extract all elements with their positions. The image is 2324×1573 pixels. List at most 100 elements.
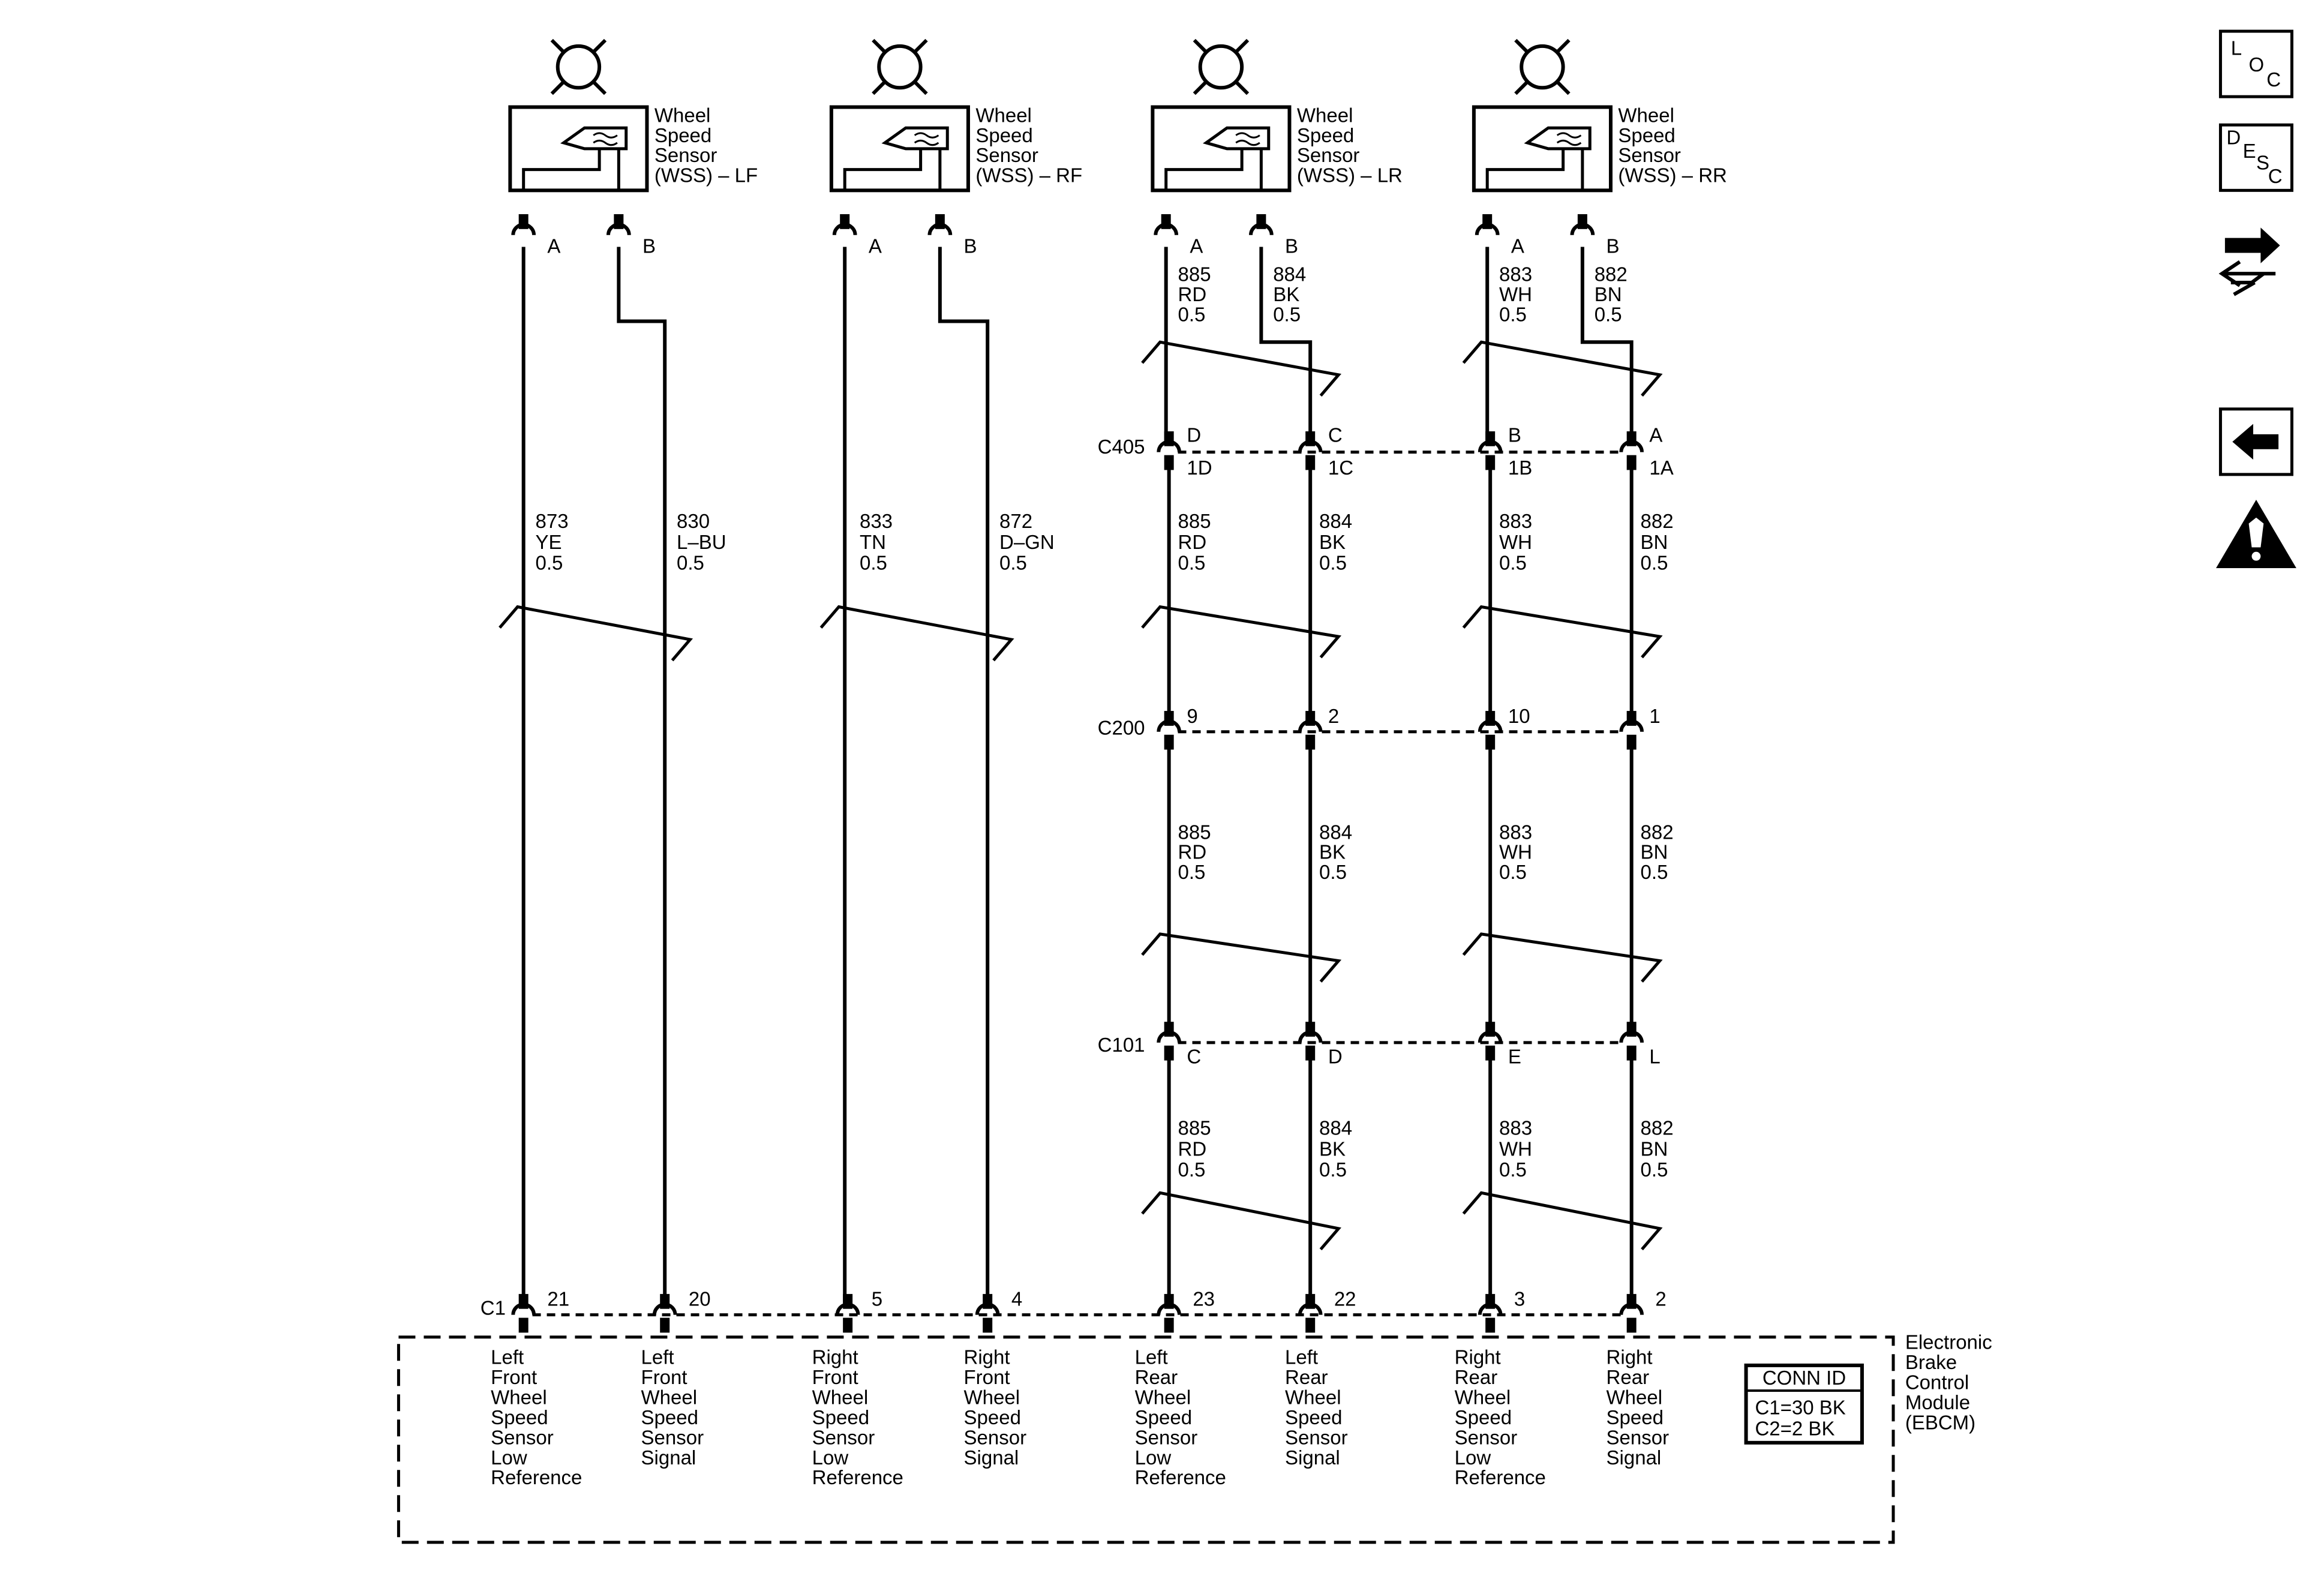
c200-pin-label: 2 (1328, 705, 1339, 727)
c405-name: C405 (1098, 436, 1145, 458)
sensor-title-line: Speed (1297, 124, 1354, 146)
c200-pin (1619, 711, 1644, 750)
ebcm-circuit-label: Right (1455, 1346, 1501, 1368)
rear-wire-label: 883 (1499, 821, 1532, 843)
front-wire-label: D–GN (999, 531, 1055, 553)
ebcm-circuit-label: Right (812, 1346, 858, 1368)
ebcm-circuit-label: Speed (1135, 1406, 1192, 1428)
wheel-speed-sensor-0 (508, 38, 649, 193)
rear-wire-label: 882 (1641, 510, 1674, 532)
ebcm-circuit-label: Low (1135, 1446, 1172, 1469)
c101-pin-label: D (1328, 1046, 1343, 1068)
warning-icon[interactable] (2216, 500, 2296, 569)
rear-wire-label: 0.5 (1499, 1158, 1527, 1181)
wire-break (1462, 605, 1663, 659)
ebcm-circuit-label: Wheel (1455, 1386, 1511, 1408)
ebcm-circuit-label: Signal (964, 1446, 1019, 1469)
sensor-box (1151, 105, 1292, 193)
ebcm-circuit-label: Speed (812, 1406, 869, 1428)
sensor-title-line: (WSS) – LR (1297, 164, 1403, 187)
ebcm-circuit-label: Rear (1607, 1366, 1650, 1388)
c200-pin (1157, 711, 1182, 750)
ebcm-circuit-label: Left (1135, 1346, 1168, 1368)
ebcm-circuit-label: Sensor (812, 1426, 875, 1448)
ebcm-circuit-label: Reference (812, 1466, 903, 1488)
wire-lr-signal-upper (1259, 247, 1313, 440)
sensor-pin-a-label: A (1190, 235, 1203, 257)
ebcm-circuit-label: Wheel (964, 1386, 1020, 1408)
rear-wire-label: WH (1499, 531, 1532, 553)
sensor-pin-a (1475, 214, 1500, 236)
sensor-element-icon (1524, 126, 1592, 151)
rear-wire-label: RD (1178, 531, 1207, 553)
c405-lower-pin-label: 1D (1187, 457, 1212, 479)
conn-id-line: C2=2 BK (1755, 1417, 1834, 1439)
ebcm-name-line: Electronic (1905, 1331, 1992, 1353)
c1-pin (1619, 1293, 1644, 1333)
ebcm-name-line: (EBCM) (1905, 1412, 1975, 1434)
c1-pin-label: 20 (689, 1288, 711, 1310)
rear-wire-label: 0.5 (1319, 552, 1347, 574)
ebcm-circuit-label: Sensor (964, 1426, 1027, 1448)
rear-wire-label: 0.5 (1499, 861, 1527, 883)
ebcm-circuit-label: Front (491, 1366, 537, 1388)
sensor-title-line: Sensor (1618, 144, 1681, 166)
rear-wire-label: BK (1273, 283, 1299, 305)
c405-lower-pin-label: 1B (1508, 457, 1532, 479)
ebcm-circuit-label: Wheel (812, 1386, 869, 1408)
ebcm-circuit-label: Speed (1607, 1406, 1664, 1428)
rear-wire-label: 882 (1641, 821, 1674, 843)
rear-wire-label: BK (1319, 841, 1346, 863)
ebcm-circuit-label: Left (491, 1346, 524, 1368)
c101-pin-label: C (1187, 1046, 1201, 1068)
wire-break (1141, 1191, 1341, 1251)
wire-break (1462, 1191, 1663, 1251)
rear-wire-label: 884 (1319, 1117, 1352, 1139)
desc-letter: E (2243, 140, 2256, 162)
c200-name: C200 (1098, 717, 1145, 739)
sensor-box (829, 105, 970, 193)
back-arrow-icon[interactable] (2218, 407, 2293, 476)
desc-letter: S (2256, 152, 2269, 174)
c405-pin (1619, 431, 1644, 470)
rear-wire-label: 0.5 (1499, 304, 1527, 326)
ebcm-circuit-label: Sensor (641, 1426, 704, 1448)
sensor-pin-a-label: A (869, 235, 882, 257)
sensor-pin-b-label: B (964, 235, 977, 257)
sensor-element-icon (560, 126, 628, 151)
ebcm-name-line: Module (1905, 1391, 1970, 1413)
connector-repair-icon[interactable] (2218, 227, 2280, 296)
sensor-title-line: Wheel (975, 104, 1032, 126)
ebcm-circuit-label: Wheel (1607, 1386, 1663, 1408)
front-wire-label: 833 (860, 510, 893, 532)
rear-wire-label: 883 (1499, 263, 1532, 286)
ebcm-circuit-label: Signal (1285, 1446, 1340, 1469)
sensor-pin-a-label: A (547, 235, 560, 257)
rear-wire-label: 884 (1319, 510, 1352, 532)
rear-wire-label: 884 (1273, 263, 1306, 286)
c1-pin-label: 2 (1655, 1288, 1666, 1310)
ebcm-circuit-label: Left (641, 1346, 674, 1368)
ebcm-module (397, 1335, 1895, 1544)
rear-wire-label: 883 (1499, 510, 1532, 532)
sensor-title-line: Wheel (1297, 104, 1353, 126)
c405-upper-pin-label: A (1649, 424, 1662, 446)
sensor-pin-b (606, 214, 631, 235)
rear-wire-label: 885 (1178, 821, 1211, 843)
ebcm-circuit-label: Front (964, 1366, 1010, 1388)
sensor-pin-b (1249, 214, 1274, 235)
front-wire-label: 0.5 (999, 552, 1027, 574)
c101-pin (1619, 1022, 1644, 1061)
ebcm-circuit-label: Speed (1455, 1406, 1512, 1428)
ebcm-circuit-label: Sensor (1285, 1426, 1348, 1448)
sensor-title-line: Speed (654, 124, 711, 146)
location-icon[interactable]: LOC (2218, 29, 2293, 98)
c101-pin (1478, 1022, 1503, 1061)
connectors (511, 214, 1644, 1333)
wheel-speed-sensor-1 (829, 38, 970, 193)
conn-id-box (1744, 1363, 1864, 1445)
desc-letter: C (2268, 165, 2283, 187)
sensor-title-line: (WSS) – RR (1618, 164, 1727, 187)
